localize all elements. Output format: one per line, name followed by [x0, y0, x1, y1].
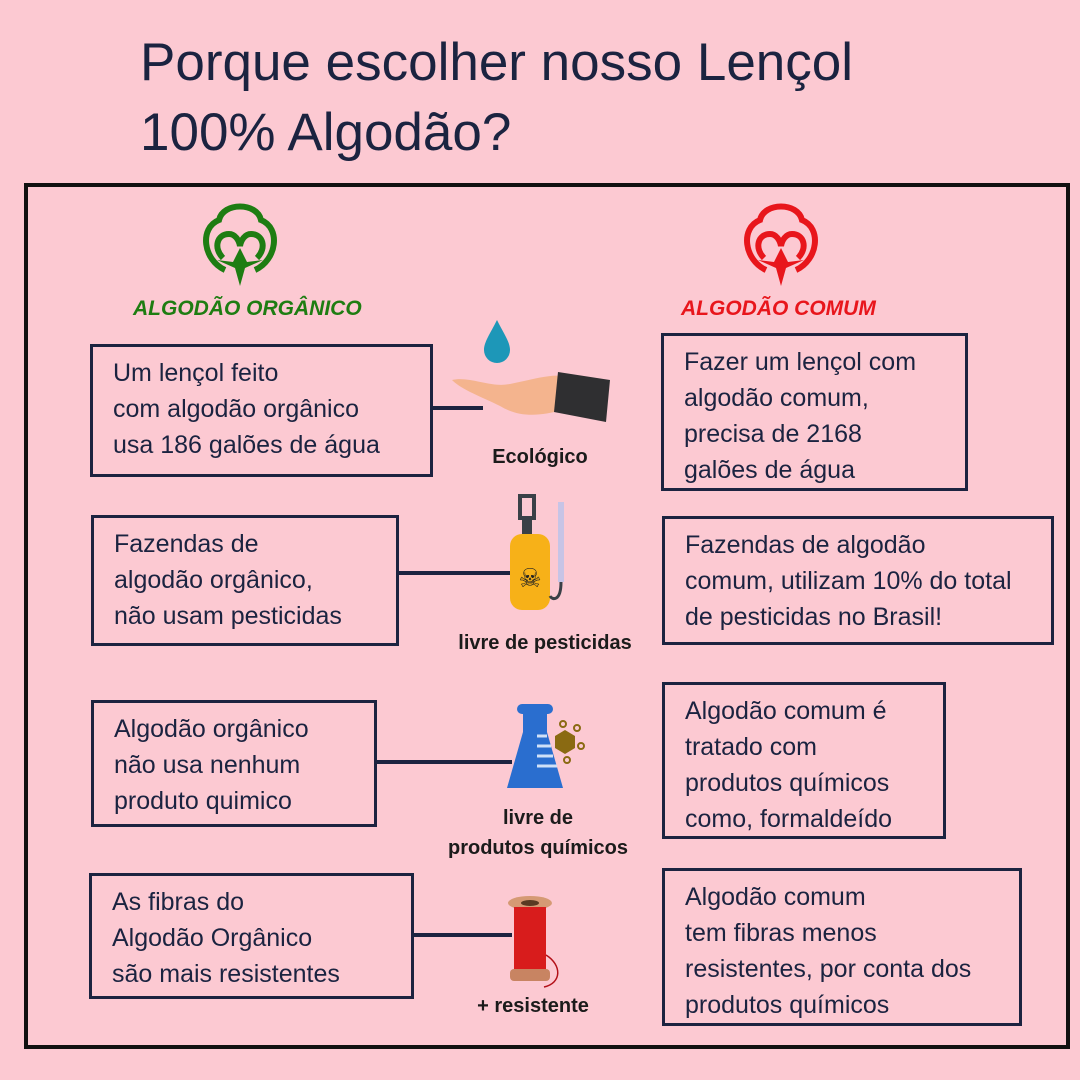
text-line: comum, utilizam 10% do total: [685, 567, 1012, 595]
badge-line: produtos químicos: [448, 837, 628, 859]
text-line: tratado com: [685, 733, 818, 761]
text-line: Algodão comum: [685, 883, 866, 911]
text-line: não usa nenhum: [114, 751, 301, 779]
text-line: usa 186 galões de água: [113, 431, 380, 459]
common-pesticide-box: Fazendas de algodão comum, utilizam 10% …: [662, 516, 1054, 645]
common-fiber-box: Algodão comum tem fibras menos resistent…: [662, 868, 1022, 1026]
badge-livre-pesticidas: livre de pesticidas: [458, 632, 632, 654]
common-chemical-box: Algodão comum é tratado com produtos quí…: [662, 682, 946, 839]
title-line-1: Porque escolher nosso Lençol: [140, 33, 854, 92]
connector-line: [433, 406, 483, 410]
common-water-box: Fazer um lençol com algodão comum, preci…: [661, 333, 968, 491]
text-line: produtos químicos: [685, 769, 890, 797]
page-title: Porque escolher nosso Lençol 100% Algodã…: [140, 28, 853, 168]
badge-line: livre de: [502, 807, 574, 829]
text-line: Algodão comum é: [685, 697, 887, 725]
text-line: produtos químicos: [685, 991, 890, 1019]
text-line: Fazendas de algodão: [685, 531, 926, 559]
cotton-flower-icon: [744, 203, 818, 286]
thread-spool-icon: [508, 896, 559, 988]
text-line: como, formaldeído: [685, 805, 893, 833]
text-line: algodão orgânico,: [114, 566, 313, 594]
text-line: Fazendas de: [114, 530, 259, 558]
badge-livre-quimicos: livre de produtos químicos: [428, 803, 648, 863]
badge-resistente: + resistente: [477, 995, 589, 1017]
water-drop-hand-icon: [452, 320, 610, 422]
common-heading: ALGODÃO COMUM: [681, 297, 876, 320]
text-line: Algodão Orgânico: [112, 924, 313, 952]
text-line: algodão comum,: [684, 384, 869, 412]
badge-ecologico: Ecológico: [492, 446, 588, 468]
cotton-flower-icon: [203, 203, 277, 286]
text-line: de pesticidas no Brasil!: [685, 603, 943, 631]
text-line: são mais resistentes: [112, 960, 340, 988]
text-line: com algodão orgânico: [113, 395, 359, 423]
connector-line: [377, 760, 512, 764]
organic-water-box: Um lençol feito com algodão orgânico usa…: [90, 344, 433, 477]
text-line: As fibras do: [112, 888, 245, 916]
svg-text:☠: ☠: [518, 563, 541, 593]
organic-heading: ALGODÃO ORGÂNICO: [133, 297, 362, 320]
chemical-flask-icon: [507, 704, 585, 788]
organic-chemical-box: Algodão orgânico não usa nenhum produto …: [91, 700, 377, 827]
text-line: galões de água: [684, 456, 855, 484]
connector-line: [414, 933, 512, 937]
organic-pesticide-box: Fazendas de algodão orgânico, não usam p…: [91, 515, 399, 646]
text-line: precisa de 2168: [684, 420, 862, 448]
text-line: Algodão orgânico: [114, 715, 309, 743]
pesticide-sprayer-icon: ☠: [510, 494, 564, 610]
title-line-2: 100% Algodão?: [140, 103, 512, 162]
text-line: Um lençol feito: [113, 359, 279, 387]
text-line: tem fibras menos: [685, 919, 877, 947]
connector-line: [399, 571, 512, 575]
text-line: resistentes, por conta dos: [685, 955, 972, 983]
text-line: Fazer um lençol com: [684, 348, 917, 376]
organic-fiber-box: As fibras do Algodão Orgânico são mais r…: [89, 873, 414, 999]
text-line: não usam pesticidas: [114, 602, 342, 630]
text-line: produto quimico: [114, 787, 292, 815]
comparison-frame: [24, 183, 1070, 1049]
